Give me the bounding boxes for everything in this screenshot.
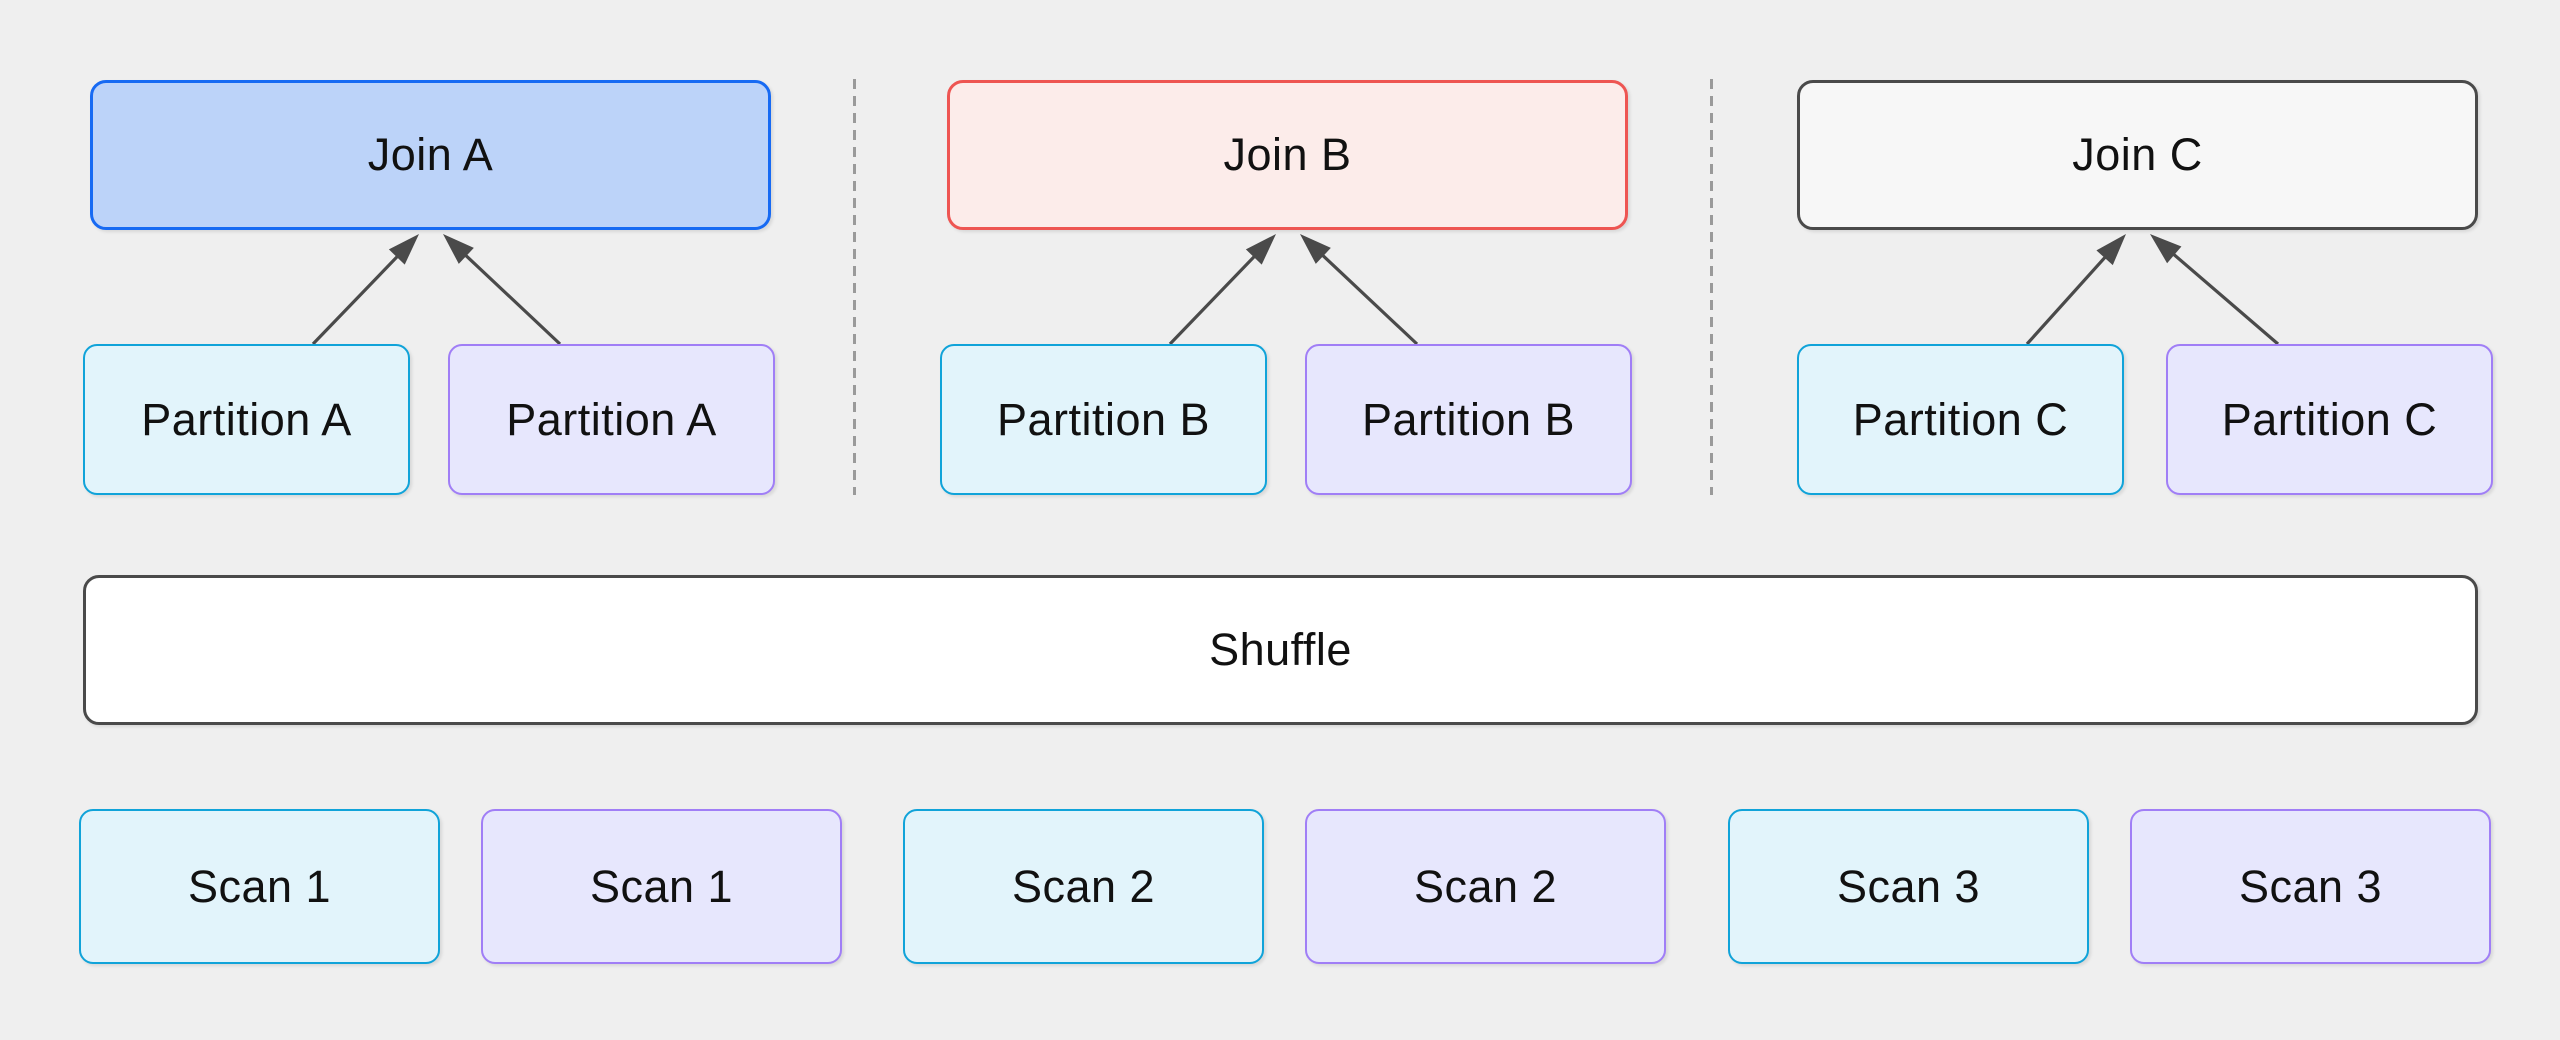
dashed-divider-2: [1710, 79, 1713, 495]
join-a-node: Join A: [90, 80, 771, 230]
scan-3b-node: Scan 3: [2130, 809, 2491, 964]
scan-2a-node: Scan 2: [903, 809, 1264, 964]
join-a-label: Join A: [367, 129, 494, 180]
scan-3a-label: Scan 3: [1836, 860, 1981, 912]
partition-a1-label: Partition A: [141, 393, 352, 445]
shuffle-node: Shuffle: [83, 575, 2478, 725]
partition-a2-label: Partition A: [506, 393, 717, 445]
join-c-label: Join C: [2072, 129, 2203, 180]
scan-1a-node: Scan 1: [79, 809, 440, 964]
scan-3b-label: Scan 3: [2238, 860, 2383, 912]
partition-c1-label: Partition C: [1852, 393, 2069, 445]
scan-2b-node: Scan 2: [1305, 809, 1666, 964]
partition-c2-node: Partition C: [2166, 344, 2493, 495]
partition-b2-label: Partition B: [1361, 393, 1576, 445]
scan-2a-label: Scan 2: [1011, 860, 1156, 912]
partition-b1-node: Partition B: [940, 344, 1267, 495]
partition-b1-label: Partition B: [996, 393, 1211, 445]
shuffle-label: Shuffle: [1209, 624, 1352, 675]
scan-1a-label: Scan 1: [187, 860, 332, 912]
scan-1b-node: Scan 1: [481, 809, 842, 964]
join-c-node: Join C: [1797, 80, 2478, 230]
scan-1b-label: Scan 1: [589, 860, 734, 912]
partition-c2-label: Partition C: [2221, 393, 2438, 445]
partition-b2-node: Partition B: [1305, 344, 1632, 495]
join-b-label: Join B: [1223, 129, 1352, 180]
join-b-node: Join B: [947, 80, 1628, 230]
scan-2b-label: Scan 2: [1413, 860, 1558, 912]
partition-a1-node: Partition A: [83, 344, 410, 495]
scan-3a-node: Scan 3: [1728, 809, 2089, 964]
dashed-divider-1: [853, 79, 856, 495]
partition-a2-node: Partition A: [448, 344, 775, 495]
partition-c1-node: Partition C: [1797, 344, 2124, 495]
